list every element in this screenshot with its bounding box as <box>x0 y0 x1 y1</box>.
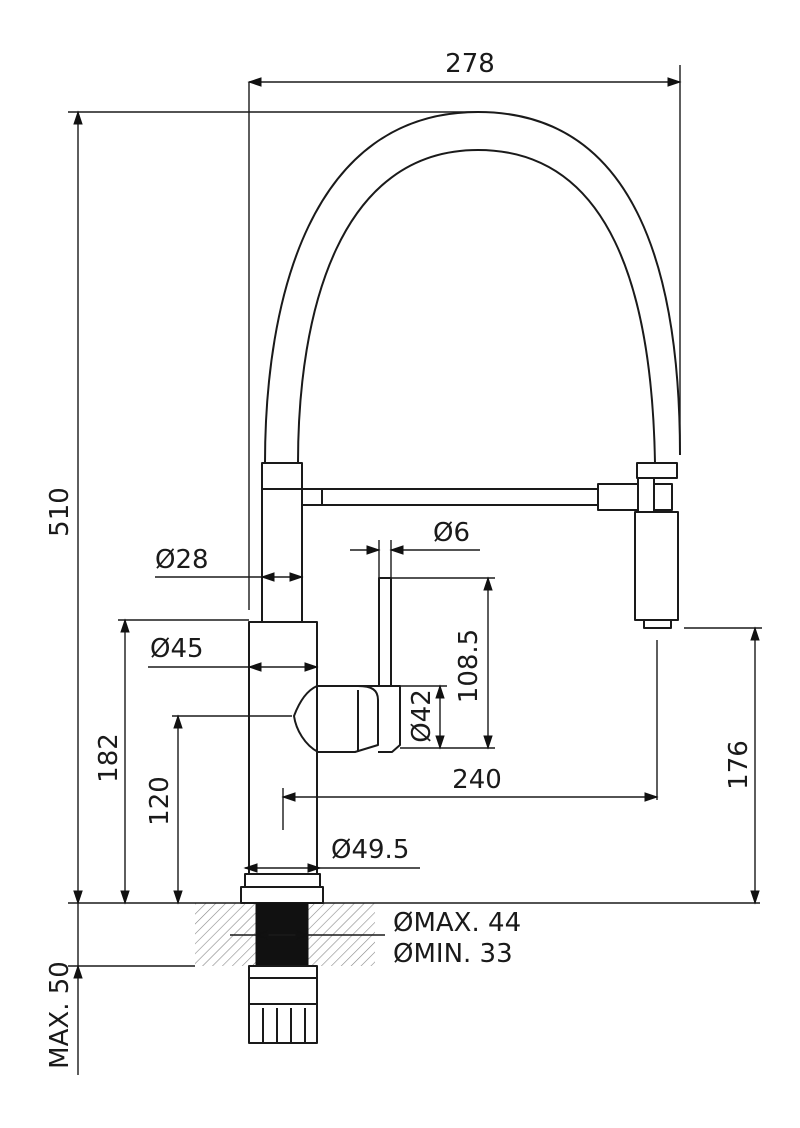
dim-overall-height: 510 <box>45 487 75 537</box>
dim-overall-width: 278 <box>445 49 495 79</box>
dim-handle-axis-height: 120 <box>145 776 175 826</box>
dim-hole-min: ØMIN. 33 <box>393 939 513 969</box>
dim-lever-diameter: Ø6 <box>433 518 470 548</box>
dimension-lines <box>68 65 762 1075</box>
dim-handle-diameter: Ø42 <box>407 689 437 743</box>
dim-hose-diameter: Ø28 <box>155 545 209 575</box>
dim-body-diameter: Ø45 <box>150 634 204 664</box>
dim-deck-thickness: MAX. 50 <box>45 961 75 1069</box>
dim-hole-max: ØMAX. 44 <box>393 908 521 938</box>
dim-spray-head-height: 176 <box>724 740 754 790</box>
dim-spout-reach: 240 <box>452 765 502 795</box>
dim-lever-axis-height: 182 <box>94 733 124 783</box>
dim-lever-height: 108.5 <box>454 629 484 703</box>
dim-base-diameter: Ø49.5 <box>331 835 409 865</box>
